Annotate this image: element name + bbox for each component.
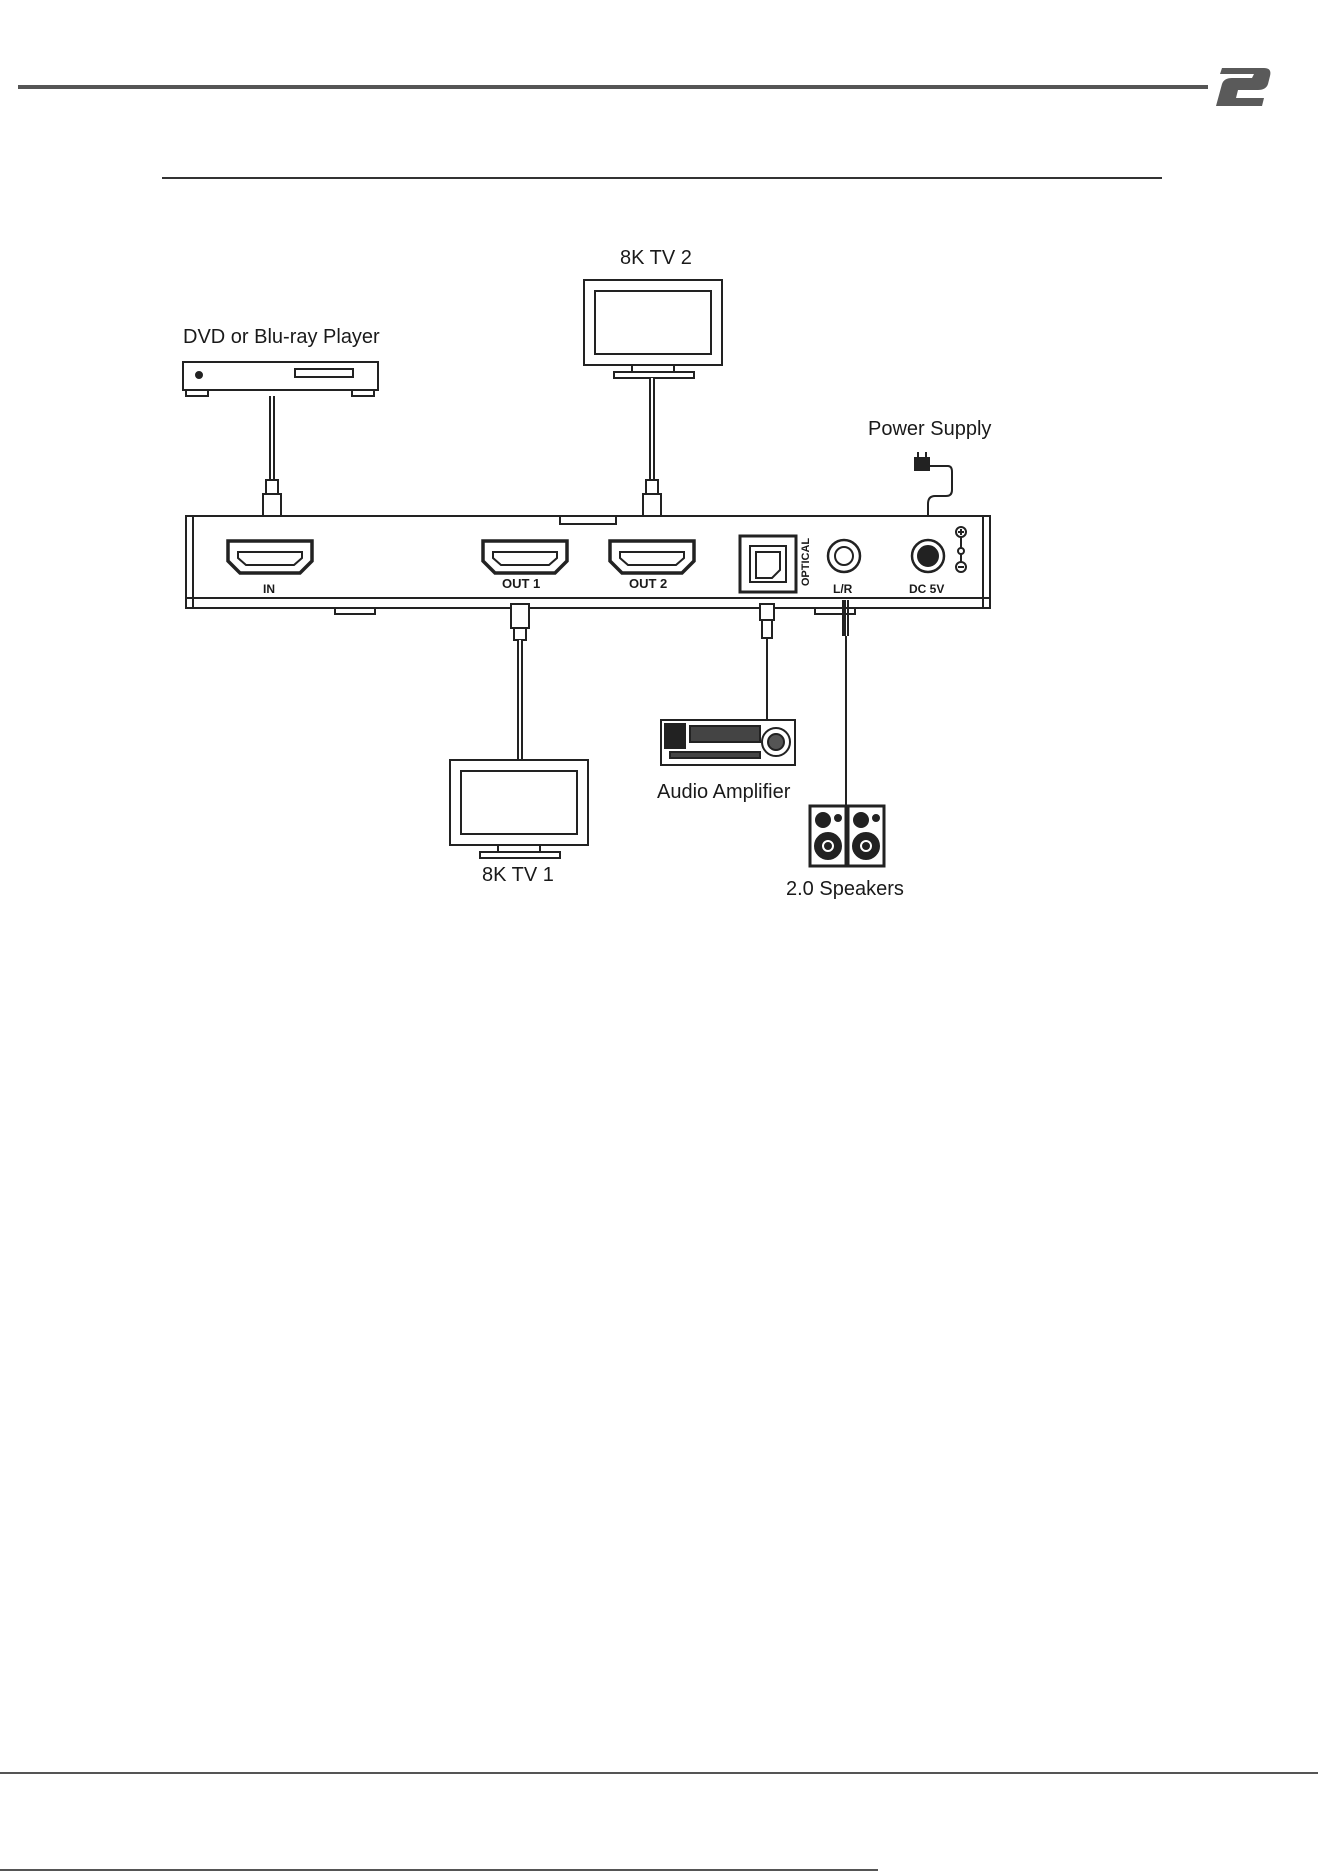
- label-tv1: 8K TV 1: [482, 864, 554, 887]
- port-label-lr: L/R: [833, 582, 852, 596]
- dvd-player-icon: [183, 362, 378, 396]
- label-speakers: 2.0 Speakers: [786, 878, 904, 901]
- bottom-rule: [0, 1869, 878, 1871]
- label-tv2: 8K TV 2: [620, 247, 692, 270]
- port-label-optical: OPTICAL: [800, 538, 812, 586]
- port-label-dc: DC 5V: [909, 582, 944, 596]
- tv-icon: [584, 280, 722, 378]
- tv-icon: [450, 760, 588, 858]
- splitter-device: [186, 516, 990, 614]
- port-label-out1: OUT 1: [502, 576, 540, 591]
- port-label-out2: OUT 2: [629, 576, 667, 591]
- footer-rule: [0, 1772, 1318, 1774]
- speaker-icon: [810, 806, 846, 866]
- speaker-icon: [848, 806, 884, 866]
- label-power-supply: Power Supply: [868, 418, 991, 441]
- label-amplifier: Audio Amplifier: [657, 781, 790, 804]
- port-label-in: IN: [263, 582, 275, 596]
- amplifier-icon: [661, 720, 795, 765]
- label-dvd-player: DVD or Blu-ray Player: [183, 326, 380, 349]
